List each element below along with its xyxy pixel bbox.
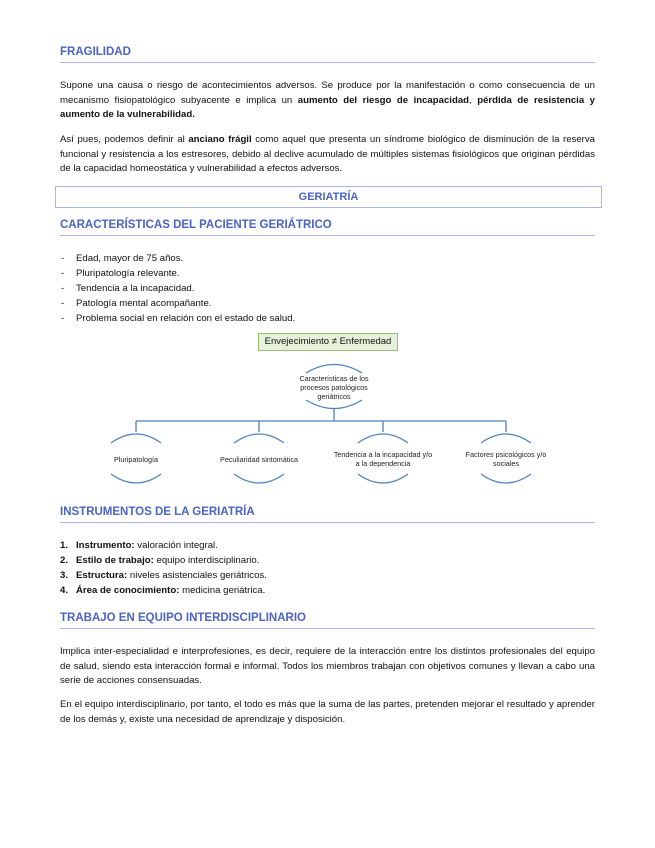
instruments-list: 1. Instrumento: valoración integral. 2. Es…	[60, 538, 267, 598]
root-node-top-arc	[305, 363, 363, 374]
heading-instrumentos: INSTRUMENTOS DE LA GERIATRÍA	[60, 506, 595, 523]
child-node-3-top-arc	[357, 433, 409, 444]
item-value: valoración integral.	[134, 540, 218, 551]
list-item: 3. Estructura: niveles asistenciales geri…	[60, 568, 267, 583]
child-node-1-bottom-arc	[110, 473, 162, 484]
item-key: Área de conocimiento:	[76, 585, 180, 596]
bold-text: aumento del riesgo de incapacidad	[297, 94, 470, 106]
item-value: equipo interdisciplinario.	[153, 555, 260, 566]
heading-trabajo-equipo: TRABAJO EN EQUIPO INTERDISCIPLINARIO	[60, 612, 595, 629]
paragraph-fragilidad-definition: Supone una causa o riesgo de acontecimie…	[60, 79, 595, 123]
paragraph-trabajo-2: En el equipo interdisciplinario, por tan…	[60, 699, 595, 725]
item-number: 3.	[60, 570, 69, 581]
list-item: Edad, mayor de 75 años.	[60, 251, 295, 266]
list-item: 4. Área de conocimiento: medicina geriátr…	[60, 583, 267, 598]
heading-caracteristicas: CARACTERÍSTICAS DEL PACIENTE GERIÁTRICO	[60, 219, 595, 236]
list-item: 1. Instrumento: valoración integral.	[60, 538, 267, 553]
text: Supone una causa o riesgo de acontecimie…	[60, 80, 595, 106]
diagram-child-node-2: Peculiaridad sintomática	[220, 455, 298, 464]
diagram-child-node-3: Tendencia a la incapacidad y/o a la depe…	[333, 450, 433, 468]
list-item: Tendencia a la incapacidad.	[60, 281, 295, 296]
item-number: 4.	[60, 585, 69, 596]
item-number: 1.	[60, 540, 69, 551]
item-value: medicina geriátrica.	[179, 585, 266, 596]
item-key: Estructura:	[76, 570, 128, 581]
characteristics-list: Edad, mayor de 75 años. Pluripatología r…	[60, 251, 295, 326]
root-node-bottom-arc	[305, 399, 363, 410]
diagram-child-node-4: Factores psicológicos y/o sociales	[465, 450, 547, 468]
heading-fragilidad: FRAGILIDAD	[60, 46, 595, 63]
text: Así pues, podemos definir al	[60, 134, 189, 145]
text: como aquel que presenta un síndrome biol…	[60, 134, 595, 175]
child-node-4-bottom-arc	[480, 473, 532, 484]
diagram-title: Envejecimiento ≠ Enfermedad	[258, 333, 398, 351]
item-key: Instrumento:	[76, 540, 135, 551]
child-node-2-top-arc	[233, 433, 285, 444]
child-node-1-top-arc	[110, 433, 162, 444]
list-item: Problema social en relación con el estad…	[60, 311, 295, 326]
section-banner-geriatria: GERIATRÍA	[55, 186, 602, 208]
item-number: 2.	[60, 555, 69, 566]
paragraph-trabajo-1: Implica inter-especialidad e interprofes…	[60, 646, 595, 687]
bold-text: pérdida de resistencia y aumento de la v…	[60, 94, 596, 121]
list-item: Pluripatología relevante.	[60, 266, 295, 281]
list-item: Patología mental acompañante.	[60, 296, 295, 311]
child-node-2-bottom-arc	[233, 473, 285, 484]
child-node-3-bottom-arc	[357, 473, 409, 484]
diagram-child-node-1: Pluripatología	[114, 455, 158, 464]
item-key: Estilo de trabajo:	[76, 555, 154, 566]
paragraph-anciano-fragil: Así pues, podemos definir al anciano frá…	[60, 133, 595, 177]
list-item: 2. Estilo de trabajo: equipo interdiscipl…	[60, 553, 267, 568]
item-value: niveles asistenciales geriátricos.	[127, 570, 267, 581]
diagram-root-node: Características de los procesos patológi…	[299, 374, 369, 401]
text: ,	[469, 94, 478, 106]
bold-text: anciano frágil	[188, 134, 252, 145]
child-node-4-top-arc	[480, 433, 532, 444]
